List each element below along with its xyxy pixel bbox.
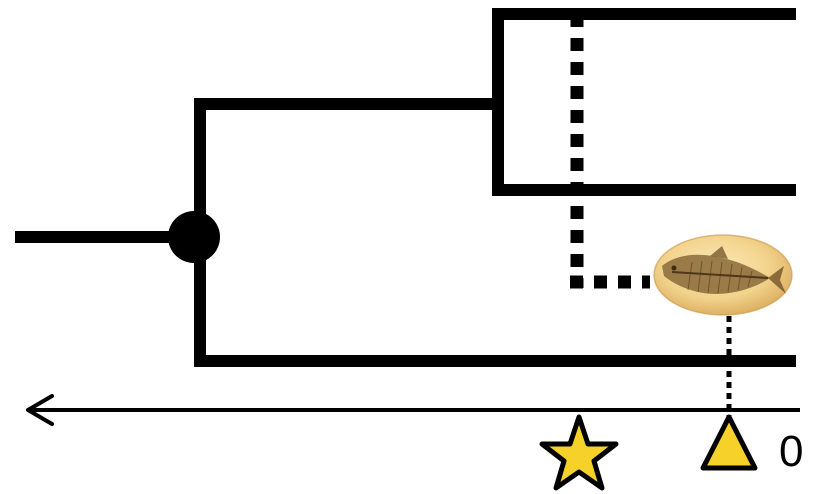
star-icon <box>542 417 616 488</box>
axis-zero-label: 0 <box>779 428 803 476</box>
triangle-icon <box>703 417 755 468</box>
root-node <box>168 211 220 263</box>
fish-fossil-icon <box>654 235 792 315</box>
